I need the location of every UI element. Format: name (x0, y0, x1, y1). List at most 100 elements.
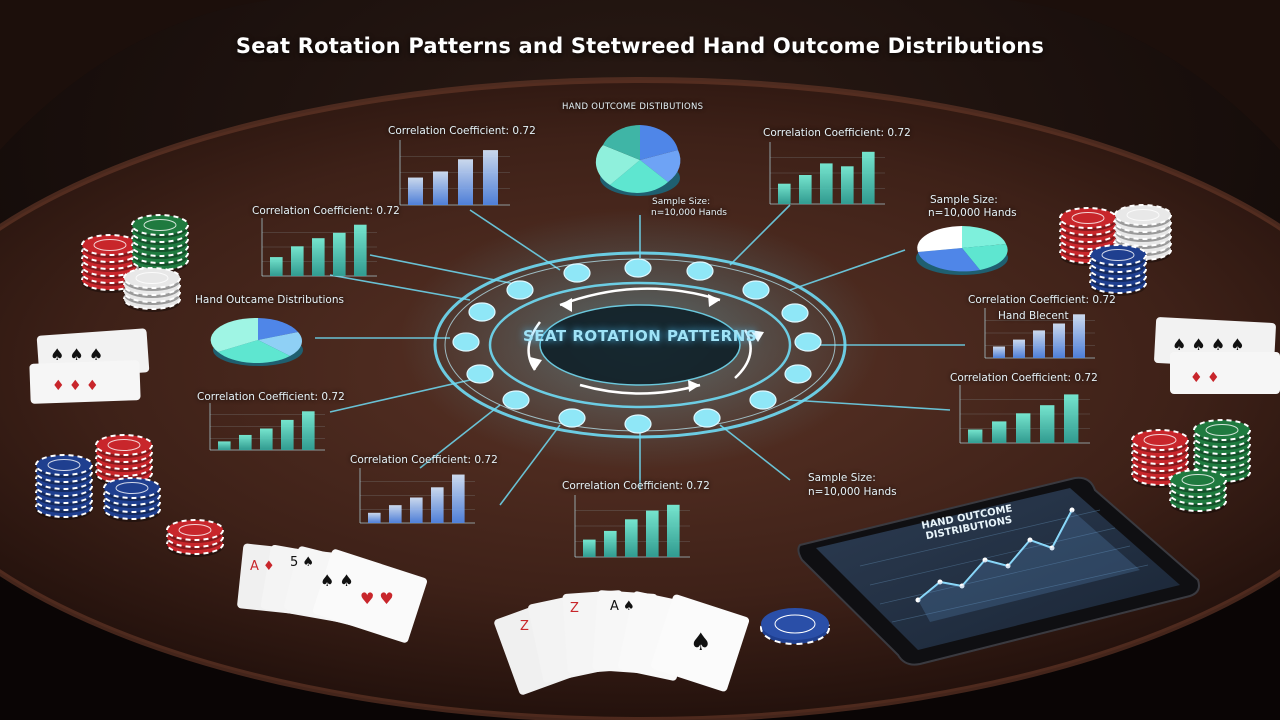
svg-text:♥ ♥: ♥ ♥ (360, 589, 394, 608)
mini-chart-8-bar (583, 539, 596, 557)
svg-text:5 ♠: 5 ♠ (290, 555, 314, 570)
chip-stack-13 (1169, 469, 1227, 514)
label-corr-right-1: Correlation Coefficient: 0.72 (968, 294, 1116, 306)
label-corr-left-lower: Correlation Coefficient: 0.72 (197, 391, 345, 403)
label-sample-small-top: Sample Size: (652, 197, 711, 207)
svg-text:♠: ♠ (690, 628, 712, 656)
chip-stack-6 (1089, 244, 1147, 296)
mini-chart-1-bar (408, 177, 423, 205)
svg-text:Z: Z (570, 601, 579, 616)
mini-chart-2-bar (799, 175, 812, 204)
mini-chart-4-bar (1073, 314, 1085, 358)
pie-chart-left (210, 317, 303, 366)
mini-bar-charts (209, 140, 1095, 558)
mini-chart-5-bar (1040, 405, 1055, 443)
mini-chart-1-bar (458, 159, 473, 205)
mini-chart-8-bar (604, 530, 617, 557)
mini-chart-6-bar (218, 441, 231, 450)
mini-chart-2-bar (841, 166, 854, 204)
tablet (797, 476, 1200, 666)
mini-chart-6-bar (281, 419, 294, 450)
label-hand-outcome-left: Hand Outcame Distributions (195, 294, 344, 306)
cards-bottom-left: A ♦ 5 ♠ ♠ ♠ ♥ ♥ (237, 543, 428, 643)
mini-chart-2-bar (862, 151, 875, 204)
label-sample-bottom-bottom: n=10,000 Hands (808, 486, 897, 498)
mini-chart-5-bar (1016, 413, 1031, 443)
mini-chart-4-bar (1053, 323, 1065, 358)
seat-nodes (452, 258, 822, 434)
label-corr-center-left: Correlation Coefficient: 0.72 (350, 454, 498, 466)
mini-chart-7-bar (452, 474, 465, 523)
mini-chart-2 (769, 142, 885, 205)
label-sample-small-bottom: n=10,000 Hands (651, 208, 727, 218)
mini-chart-4-bar (1013, 339, 1025, 358)
svg-text:A ♠: A ♠ (610, 599, 635, 614)
mini-chart-5-bar (992, 421, 1007, 443)
cards-bottom-center: Z Z A ♠ ♠ (494, 590, 750, 695)
label-sample-right-bottom: n=10,000 Hands (928, 207, 1017, 219)
mini-chart-6-bar (239, 434, 252, 450)
label-sample-right-top: Sample Size: (930, 194, 998, 206)
svg-text:♦ ♦ ♦: ♦ ♦ ♦ (52, 378, 99, 394)
svg-text:♠ ♠: ♠ ♠ (320, 571, 354, 590)
mini-chart-2-bar (778, 183, 791, 204)
mini-chart-6-bar (260, 428, 273, 450)
label-corr-right-2: Correlation Coefficient: 0.72 (950, 372, 1098, 384)
svg-text:♠ ♠ ♠: ♠ ♠ ♠ (50, 345, 103, 364)
mini-chart-5 (959, 385, 1090, 444)
mini-chart-7-bar (410, 497, 423, 523)
mini-chart-4 (984, 308, 1095, 359)
mini-chart-8-bar (646, 510, 659, 557)
mini-chart-7-bar (389, 505, 402, 523)
mini-chart-3-bar (312, 238, 325, 276)
mini-chart-7-bar (368, 512, 381, 523)
label-sample-bottom-top: Sample Size: (808, 472, 876, 484)
connector-lines (315, 204, 965, 506)
chip-stack-9 (103, 477, 161, 522)
hub-label: SEAT ROTATION PATTERNS (522, 327, 758, 345)
chip-stack-2 (131, 214, 189, 273)
mini-chart-5-bar (968, 429, 983, 443)
svg-text:A ♦: A ♦ (250, 559, 275, 574)
svg-text:♦ ♦: ♦ ♦ (1190, 370, 1220, 386)
label-corr-top-left: Correlation Coefficient: 0.72 (388, 125, 536, 137)
pie-chart-top (595, 125, 681, 196)
chip-stack-8 (95, 434, 153, 486)
mini-chart-7-bar (431, 487, 444, 523)
mini-chart-3 (261, 218, 377, 277)
mini-chart-3-bar (291, 246, 304, 276)
chip-stack-10 (166, 519, 224, 557)
label-corr-top-right: Correlation Coefficient: 0.72 (763, 127, 911, 139)
mini-chart-8-bar (625, 519, 638, 557)
mini-chart-3-bar (270, 257, 283, 276)
mini-chart-8 (574, 495, 690, 558)
chip-stack-5 (1114, 204, 1172, 263)
chip-stack-3 (123, 267, 181, 312)
cards-right: ♠ ♠ ♠ ♠ ♦ ♦ (1154, 317, 1280, 394)
cards-left: ♠ ♠ ♠ ♦ ♦ ♦ (29, 328, 150, 404)
seat-rotation-hub (433, 251, 847, 439)
mini-chart-6 (209, 403, 325, 451)
mini-chart-6-bar (302, 411, 315, 450)
mini-chart-5-bar (1064, 394, 1079, 443)
mini-chart-8-bar (667, 504, 680, 557)
svg-text:Z: Z (520, 619, 529, 634)
svg-text:♠ ♠ ♠ ♠: ♠ ♠ ♠ ♠ (1172, 335, 1245, 354)
chip-stack-1 (81, 234, 139, 293)
chip-stack-7 (35, 454, 93, 520)
mini-chart-1-bar (483, 150, 498, 205)
mini-chart-3-bar (333, 232, 346, 276)
pie-chart-right (916, 226, 1008, 275)
page-title: Seat Rotation Patterns and Stetwreed Han… (235, 34, 1045, 58)
mini-chart-7 (359, 468, 475, 524)
mini-chart-1-bar (433, 171, 448, 205)
mini-chart-4-bar (993, 346, 1005, 358)
label-hand-outcome-top: HAND OUTCOME DISTIBUTIONS (562, 102, 704, 112)
chip-stacks (35, 204, 1251, 557)
mini-chart-4-bar (1033, 330, 1045, 358)
label-corr-center-bottom: Correlation Coefficient: 0.72 (562, 480, 710, 492)
mini-chart-2-bar (820, 163, 833, 204)
chip-single-blue (760, 608, 830, 645)
label-hand-element-right: Hand Blecent (998, 310, 1069, 322)
